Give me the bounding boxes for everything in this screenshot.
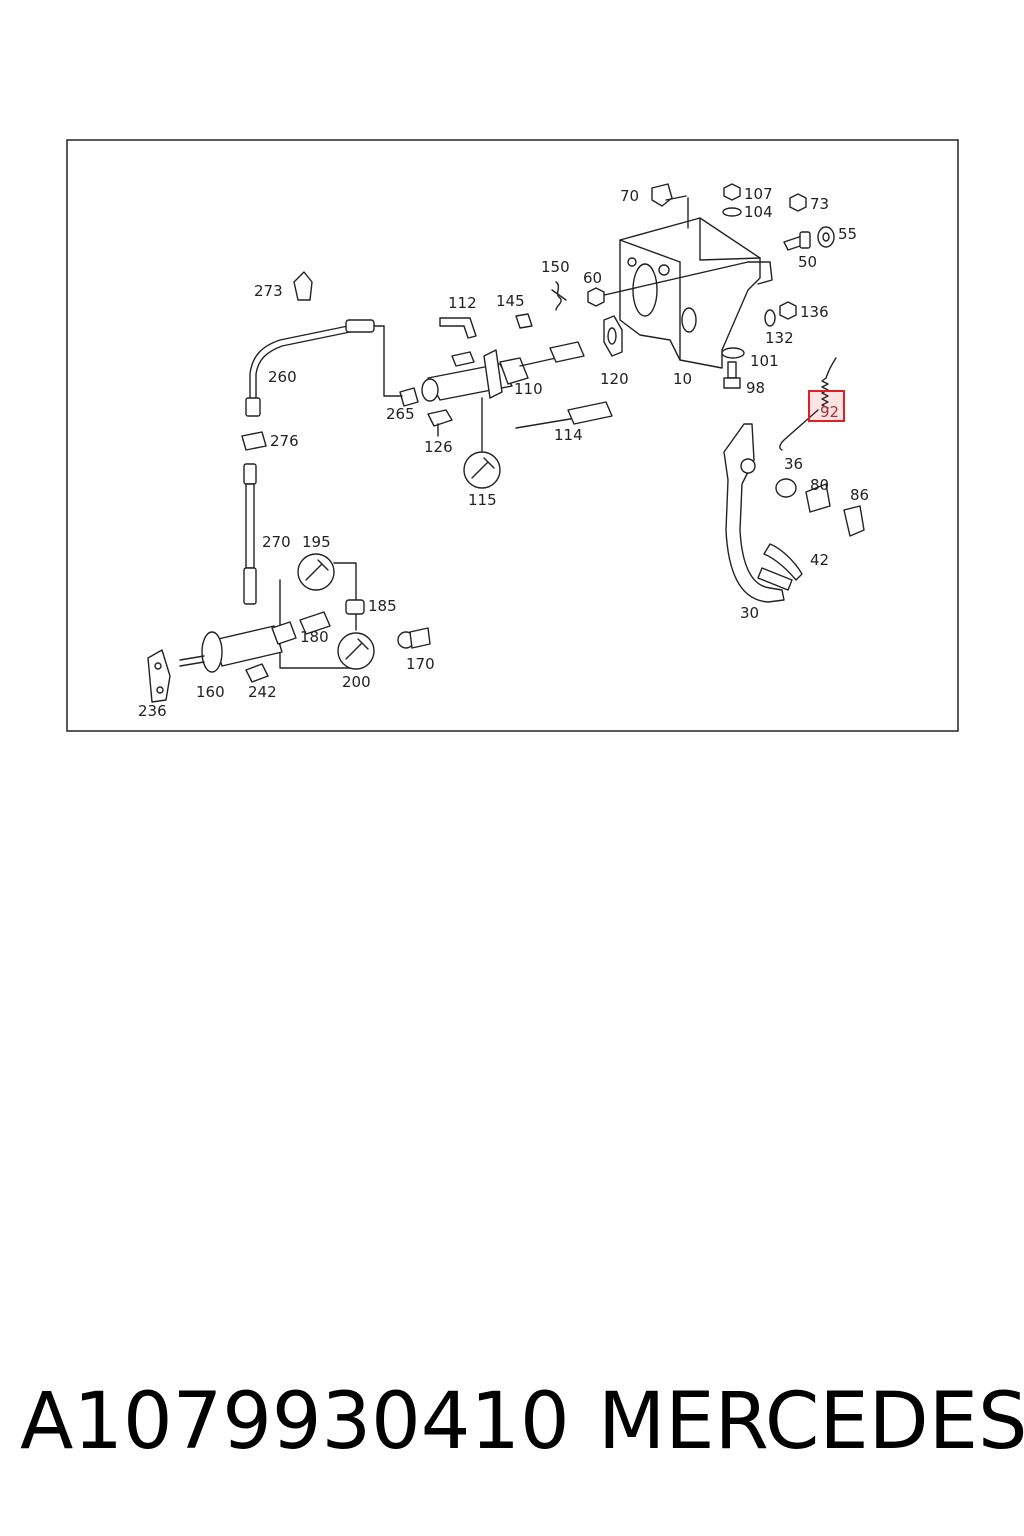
parts-diagram: 70 107 104 73 55 50 150 60 273 112 145 1… xyxy=(66,139,959,732)
label-36: 36 xyxy=(784,455,803,473)
label-126: 126 xyxy=(424,438,453,456)
label-195: 195 xyxy=(302,533,331,551)
label-107: 107 xyxy=(744,185,773,203)
callout-labels: 70 107 104 73 55 50 150 60 273 112 145 1… xyxy=(138,185,869,720)
brand-name: MERCEDES xyxy=(598,1377,1024,1467)
label-101: 101 xyxy=(750,352,779,370)
label-114: 114 xyxy=(554,426,583,444)
label-132: 132 xyxy=(765,329,794,347)
label-50: 50 xyxy=(798,253,817,271)
label-120: 120 xyxy=(600,370,629,388)
label-110: 110 xyxy=(514,380,543,398)
label-60: 60 xyxy=(583,269,602,287)
label-160: 160 xyxy=(196,683,225,701)
label-80: 80 xyxy=(810,476,829,494)
label-10: 10 xyxy=(673,370,692,388)
label-260: 260 xyxy=(268,368,297,386)
label-30: 30 xyxy=(740,604,759,622)
label-92: 92 xyxy=(820,403,839,421)
label-112: 112 xyxy=(448,294,477,312)
hardware-top-right xyxy=(551,183,835,389)
label-145: 145 xyxy=(496,292,525,310)
pedal-drawing xyxy=(723,357,865,603)
label-55: 55 xyxy=(838,225,857,243)
footer: A1079930410 MERCEDES xyxy=(0,1372,1024,1482)
label-265: 265 xyxy=(386,405,415,423)
label-236: 236 xyxy=(138,702,167,720)
label-136: 136 xyxy=(800,303,829,321)
label-86: 86 xyxy=(850,486,869,504)
label-242: 242 xyxy=(248,683,277,701)
pedal-bracket-drawing xyxy=(599,197,773,369)
highlight-box xyxy=(808,390,845,422)
label-185: 185 xyxy=(368,597,397,615)
label-180: 180 xyxy=(300,628,329,646)
label-276: 276 xyxy=(270,432,299,450)
label-170: 170 xyxy=(406,655,435,673)
label-273: 273 xyxy=(254,282,283,300)
label-42: 42 xyxy=(810,551,829,569)
label-115: 115 xyxy=(468,491,497,509)
part-number: A1079930410 xyxy=(20,1377,570,1467)
label-73: 73 xyxy=(810,195,829,213)
label-150: 150 xyxy=(541,258,570,276)
master-cylinder-drawing xyxy=(399,313,623,489)
label-200: 200 xyxy=(342,673,371,691)
label-70: 70 xyxy=(620,187,639,205)
label-98: 98 xyxy=(746,379,765,397)
label-104: 104 xyxy=(744,203,773,221)
diagram-frame xyxy=(66,139,959,732)
hydraulic-line-drawing xyxy=(241,271,403,605)
label-270: 270 xyxy=(262,533,291,551)
slave-cylinder-drawing xyxy=(147,553,431,703)
